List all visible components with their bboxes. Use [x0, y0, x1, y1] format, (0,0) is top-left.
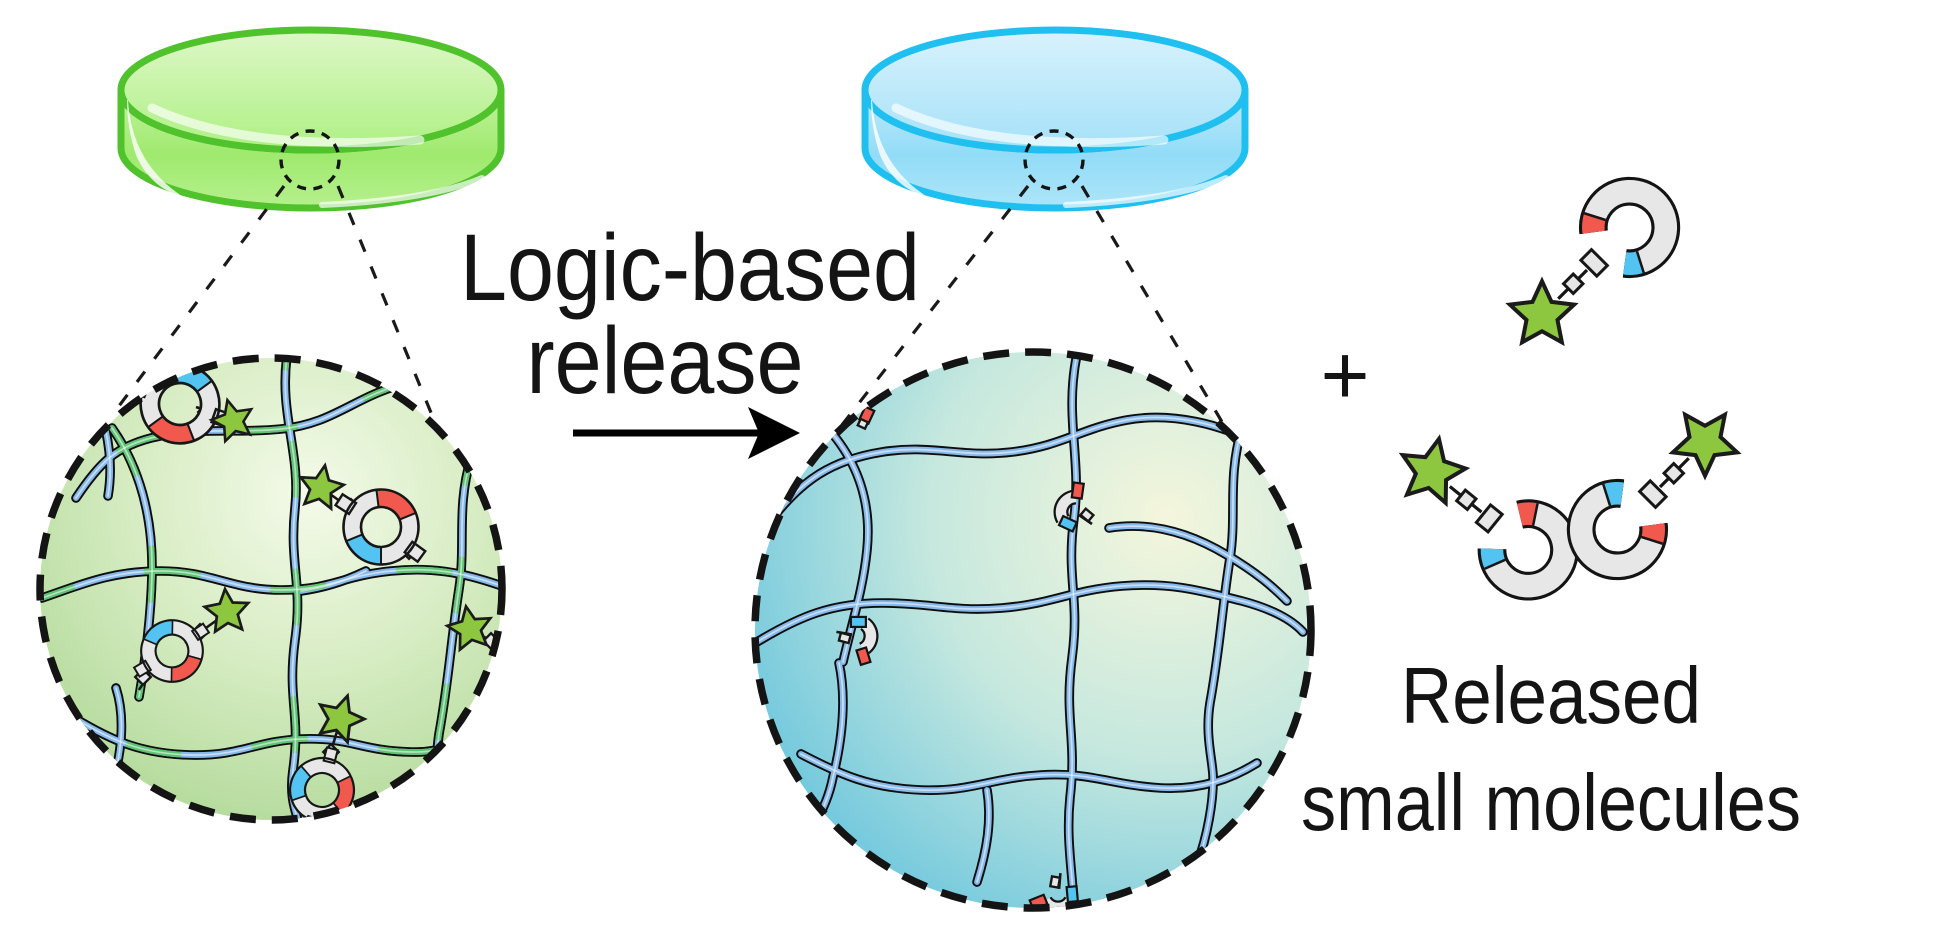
bound-cargo-complex [294, 460, 425, 566]
released-gel-disk [865, 30, 1245, 208]
cleaved-linker-stub [856, 405, 876, 431]
process-label-line2: release [527, 308, 804, 414]
bound-cargo-complex [279, 687, 370, 836]
released-label-line1: Released [1401, 651, 1701, 740]
zoom-target-marker-right [1023, 129, 1085, 191]
process-label: Logic-based release [460, 215, 920, 414]
plus-sign: + [1320, 328, 1369, 422]
released-network-view [751, 348, 1315, 912]
zoom-leader-lines-right [836, 185, 1230, 433]
zoom-leader-lines-left [108, 185, 436, 421]
loaded-gel-disk [121, 30, 501, 208]
reaction-arrow-icon [573, 407, 800, 459]
released-molecules [1402, 191, 1738, 598]
bound-cargo-complex [131, 585, 252, 695]
process-label-line1: Logic-based [460, 215, 920, 321]
zoom-circle-border-right [751, 348, 1315, 912]
loaded-network-view [36, 353, 506, 836]
zoom-target-marker-left [279, 129, 341, 191]
released-molecule [1402, 427, 1569, 598]
released-molecule [1510, 191, 1666, 342]
released-label: Released small molecules [1301, 651, 1801, 847]
bound-cargo-complex [125, 353, 259, 454]
released-label-line2: small molecules [1301, 758, 1801, 847]
zoom-circle-border-left [36, 354, 506, 824]
released-molecule [1581, 415, 1737, 566]
